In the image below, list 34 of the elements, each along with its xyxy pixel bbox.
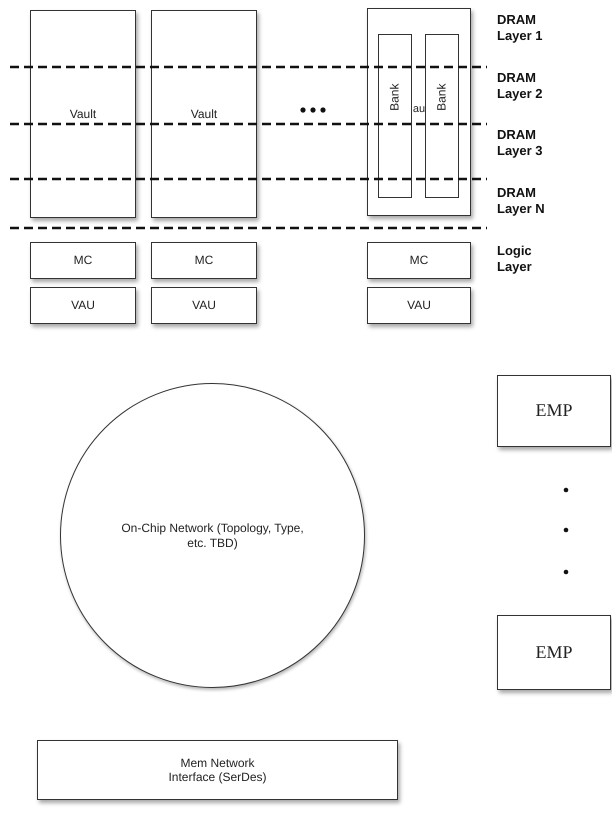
layer-label: DRAM Layer 3: [497, 127, 544, 160]
node-label: MC: [194, 253, 214, 268]
node-label: VAU: [192, 298, 216, 313]
node-label: Vault: [70, 106, 96, 122]
mc-box: [151, 242, 257, 279]
layer-label: DRAM Layer 2: [497, 70, 544, 102]
layer-label: Logic Layer: [497, 243, 533, 276]
node-label: On-Chip Network (Topology, Type, etc. TBD): [120, 521, 305, 550]
vau-box: [367, 287, 471, 324]
node-label: Vault: [190, 106, 218, 122]
node-label: VAU: [71, 298, 95, 313]
node-label: Mem Network Interface (SerDes): [167, 756, 268, 784]
node-label: EMP: [535, 400, 572, 422]
vault-box: [151, 10, 257, 218]
node-label: MC: [74, 253, 92, 268]
interface-box: [37, 740, 398, 800]
node-label: MC: [410, 253, 428, 268]
mc-box: [30, 242, 136, 279]
vau-box: [30, 287, 136, 324]
node-label: au: [412, 103, 426, 116]
layer-label: DRAM Layer 1: [497, 12, 544, 44]
node-label: Bank: [388, 84, 402, 111]
emp-box: [497, 615, 611, 690]
node-label: VAU: [407, 298, 431, 313]
layer-label: DRAM Layer N: [497, 185, 546, 218]
vault-box: [367, 8, 471, 216]
node-label: EMP: [535, 642, 572, 664]
node-label: Bank: [434, 84, 450, 111]
bank-box: [378, 34, 412, 198]
mc-box: [367, 242, 471, 279]
bank-box: [425, 34, 459, 198]
vault-box: [30, 10, 136, 218]
vau-box: [151, 287, 257, 324]
emp-box: [497, 375, 611, 447]
